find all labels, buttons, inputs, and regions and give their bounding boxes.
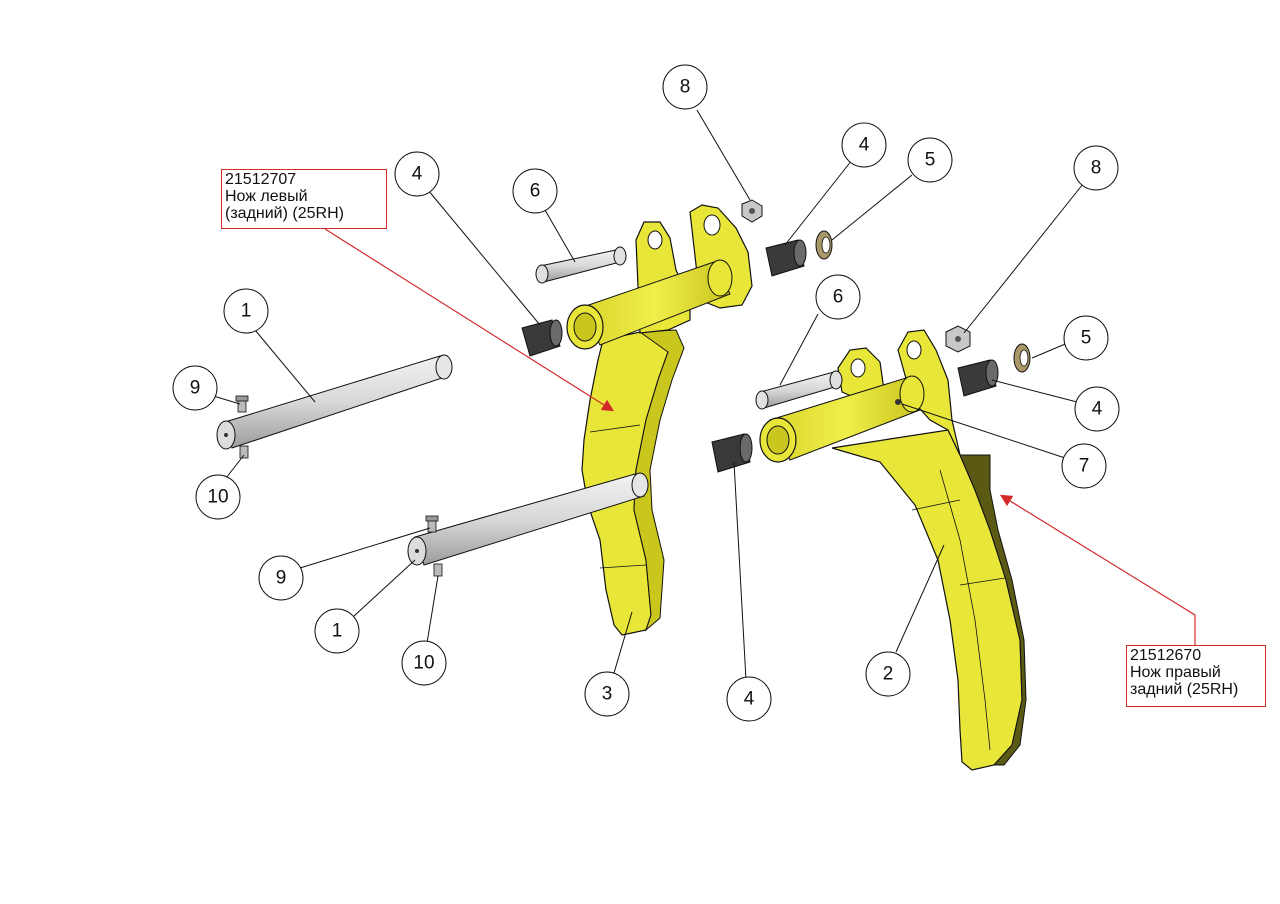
balloon-6-mid: 6	[815, 274, 861, 320]
bolt-upper	[535, 246, 627, 284]
balloon-4-bottom: 4	[726, 676, 772, 722]
lock-bolt-lower	[433, 563, 443, 577]
bushing-bottom	[711, 433, 753, 473]
svg-text:10: 10	[413, 653, 434, 674]
balloon-3: 3	[584, 671, 630, 717]
svg-text:9: 9	[190, 378, 201, 399]
svg-text:1: 1	[332, 621, 343, 642]
svg-text:6: 6	[530, 181, 541, 202]
grease-fitting-lower	[425, 515, 439, 533]
svg-text:4: 4	[1092, 399, 1103, 420]
bushing-right	[957, 359, 999, 397]
balloon-5-right: 5	[1063, 315, 1109, 361]
balloon-8-right: 8	[1073, 145, 1119, 191]
left-ripper-shank	[566, 204, 753, 636]
svg-text:1: 1	[241, 301, 252, 322]
balloon-10-bottom: 10	[401, 640, 447, 686]
bushing-top-left	[521, 319, 563, 357]
balloon-4-right: 4	[1074, 386, 1120, 432]
nut-top	[741, 199, 763, 223]
svg-text:10: 10	[207, 487, 228, 508]
balloon-4-top-left: 4	[394, 151, 440, 197]
balloon-1-top: 1	[223, 288, 269, 334]
svg-text:4: 4	[744, 689, 755, 710]
leader-lines	[209, 109, 1084, 681]
seal-right	[1013, 343, 1031, 373]
callout-right-spec: задний (25RH)	[1130, 681, 1239, 698]
svg-text:7: 7	[1079, 456, 1090, 477]
callout-right-name: Нож правый	[1130, 664, 1221, 681]
callout-left-part-number: 21512707	[225, 171, 297, 188]
right-ripper-shank	[759, 329, 1027, 771]
svg-text:2: 2	[883, 664, 894, 685]
svg-text:5: 5	[1081, 328, 1092, 349]
balloon-9-bottom: 9	[258, 555, 304, 601]
bolt-middle	[755, 370, 843, 410]
balloon-6-top: 6	[512, 168, 558, 214]
balloon-5-top: 5	[907, 137, 953, 183]
seal-top	[815, 230, 833, 260]
pin-upper	[216, 354, 453, 450]
callout-left-spec: (задний) (25RH)	[225, 205, 344, 222]
svg-text:3: 3	[602, 684, 613, 705]
balloon-1-bottom: 1	[314, 608, 360, 654]
balloon-7: 7	[1061, 443, 1107, 489]
balloon-10-top: 10	[195, 474, 241, 520]
balloon-2: 2	[865, 651, 911, 697]
pin-lower	[407, 472, 649, 566]
callout-right-part-number: 21512670	[1130, 647, 1202, 664]
balloon-8-top: 8	[662, 64, 708, 110]
svg-text:4: 4	[859, 135, 870, 156]
callout-left-ripper: 21512707 Нож левый (задний) (25RH)	[221, 169, 387, 229]
balloon-9-top: 9	[172, 365, 218, 411]
svg-text:4: 4	[412, 164, 423, 185]
svg-text:9: 9	[276, 568, 287, 589]
svg-text:5: 5	[925, 150, 936, 171]
bushing-top-right	[765, 239, 807, 277]
lock-bolt-upper	[239, 445, 249, 459]
balloon-4-top-right: 4	[841, 122, 887, 168]
svg-text:6: 6	[833, 287, 844, 308]
callout-leaders	[324, 228, 1196, 645]
grease-fitting-upper	[235, 395, 249, 413]
callout-left-name: Нож левый	[225, 188, 308, 205]
callout-right-ripper: 21512670 Нож правый задний (25RH)	[1126, 645, 1266, 707]
svg-text:8: 8	[1091, 158, 1102, 179]
svg-text:8: 8	[680, 77, 691, 98]
